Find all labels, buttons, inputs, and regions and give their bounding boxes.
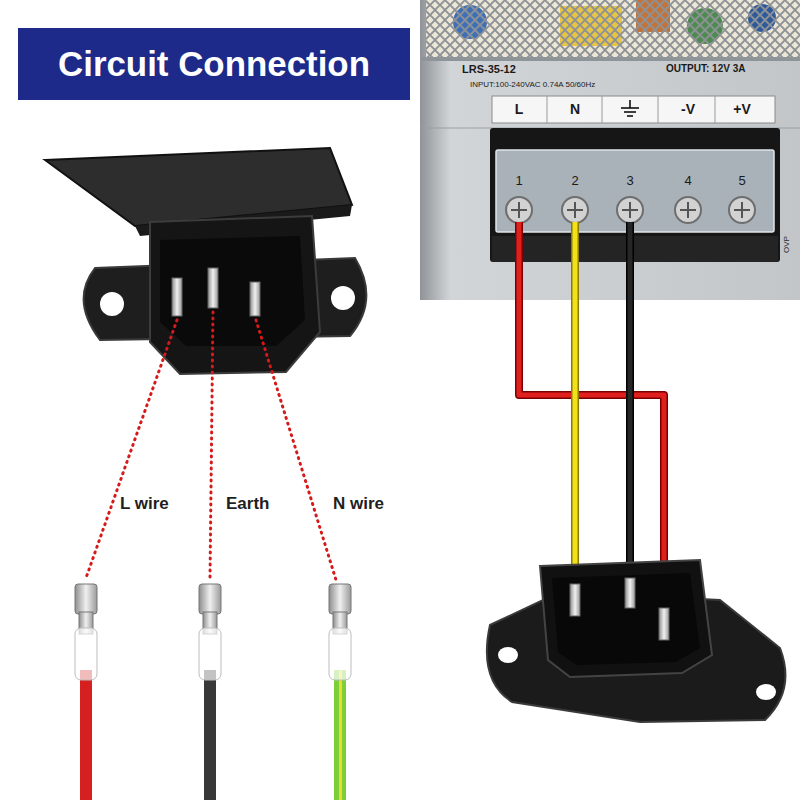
earth-symbol <box>624 111 636 113</box>
strip-divider <box>658 96 659 123</box>
mounting-hole <box>756 684 776 700</box>
terminal-number: 5 <box>718 174 766 189</box>
rating-label: OUTPUT: 12V 3A <box>666 63 745 75</box>
spade-connector <box>199 584 221 614</box>
indicator-label: OVP <box>781 237 790 254</box>
crimp-terminals <box>75 584 351 800</box>
title-banner <box>18 28 410 100</box>
rating-label: INPUT:100-240VAC 0.74A 50/60Hz <box>470 80 595 89</box>
terminal-base <box>492 236 778 262</box>
mounting-hole <box>498 647 518 663</box>
wire-label: N wire <box>333 494 384 514</box>
wire-outline <box>571 222 579 586</box>
n-wire <box>573 222 578 586</box>
inlet-cavity <box>552 573 700 665</box>
terminal-label: L <box>495 101 543 117</box>
inlet-pin <box>250 282 260 316</box>
earth-symbol <box>629 100 631 108</box>
earth-symbol <box>621 100 639 116</box>
inlet-body <box>150 216 320 374</box>
dotted-leader <box>86 320 177 578</box>
case-edge <box>420 57 800 61</box>
dotted-leaders <box>86 312 336 580</box>
inlet-pin <box>172 278 182 316</box>
inlet-body <box>540 560 712 677</box>
strip-divider <box>715 96 716 123</box>
red-wire <box>80 670 92 800</box>
spade-connector <box>329 584 351 614</box>
power-supply: L1N23-V4+V5LRS-35-12OUTPUT: 12V 3AINPUT:… <box>420 0 800 300</box>
earth-symbol <box>627 115 633 117</box>
title-text: Circuit Connection <box>18 28 410 100</box>
inlet-cavity <box>160 236 305 346</box>
green-yellow-wire <box>334 670 346 800</box>
l-wire <box>519 222 664 612</box>
spade-connector <box>75 584 97 614</box>
terminal-label: +V <box>718 101 766 117</box>
strip-divider <box>602 96 603 123</box>
strip-divider <box>547 96 548 123</box>
inlet-pin <box>625 578 635 608</box>
terminal-label-strip <box>492 96 775 123</box>
earth-wire <box>628 222 633 580</box>
heat-shrink <box>199 628 221 680</box>
earth-symbol <box>621 107 639 109</box>
wire-outline <box>519 222 664 612</box>
mounting-hole <box>100 292 124 316</box>
terminal-screws <box>506 197 755 223</box>
terminal: 3 <box>606 95 654 245</box>
terminal-label: N <box>551 101 599 117</box>
terminal: L1 <box>495 95 543 245</box>
terminal-label: -V <box>664 101 712 117</box>
terminal: +V 5 <box>718 95 766 245</box>
screw-slot <box>511 202 750 218</box>
wire-label: L wire <box>120 494 169 514</box>
heat-shrink <box>75 628 97 680</box>
inlet-pin <box>208 268 218 308</box>
model-label: LRS-35-12 <box>462 63 516 76</box>
dotted-leader <box>256 320 336 580</box>
terminal-number: 2 <box>551 174 599 189</box>
terminal: N2 <box>551 95 599 245</box>
terminal-block <box>490 128 780 262</box>
terminal-number: 3 <box>606 174 654 189</box>
wire-label: Earth <box>226 494 269 514</box>
wire-stripe <box>339 670 342 800</box>
terminal: -V 4 <box>664 95 712 245</box>
mesh-cover <box>426 0 800 58</box>
wire-outline <box>626 222 634 580</box>
heat-shrink <box>329 628 351 680</box>
power-supply-case <box>420 0 800 300</box>
black-wire <box>204 670 216 800</box>
terminal-number: 1 <box>495 174 543 189</box>
mounting-hole <box>331 286 355 310</box>
power-supply-interior <box>426 0 800 58</box>
terminal-cover <box>496 150 774 232</box>
terminal-number: 4 <box>664 174 712 189</box>
dotted-leader <box>210 312 213 578</box>
inlet-pin <box>659 608 669 640</box>
inlet-pin <box>570 584 580 616</box>
